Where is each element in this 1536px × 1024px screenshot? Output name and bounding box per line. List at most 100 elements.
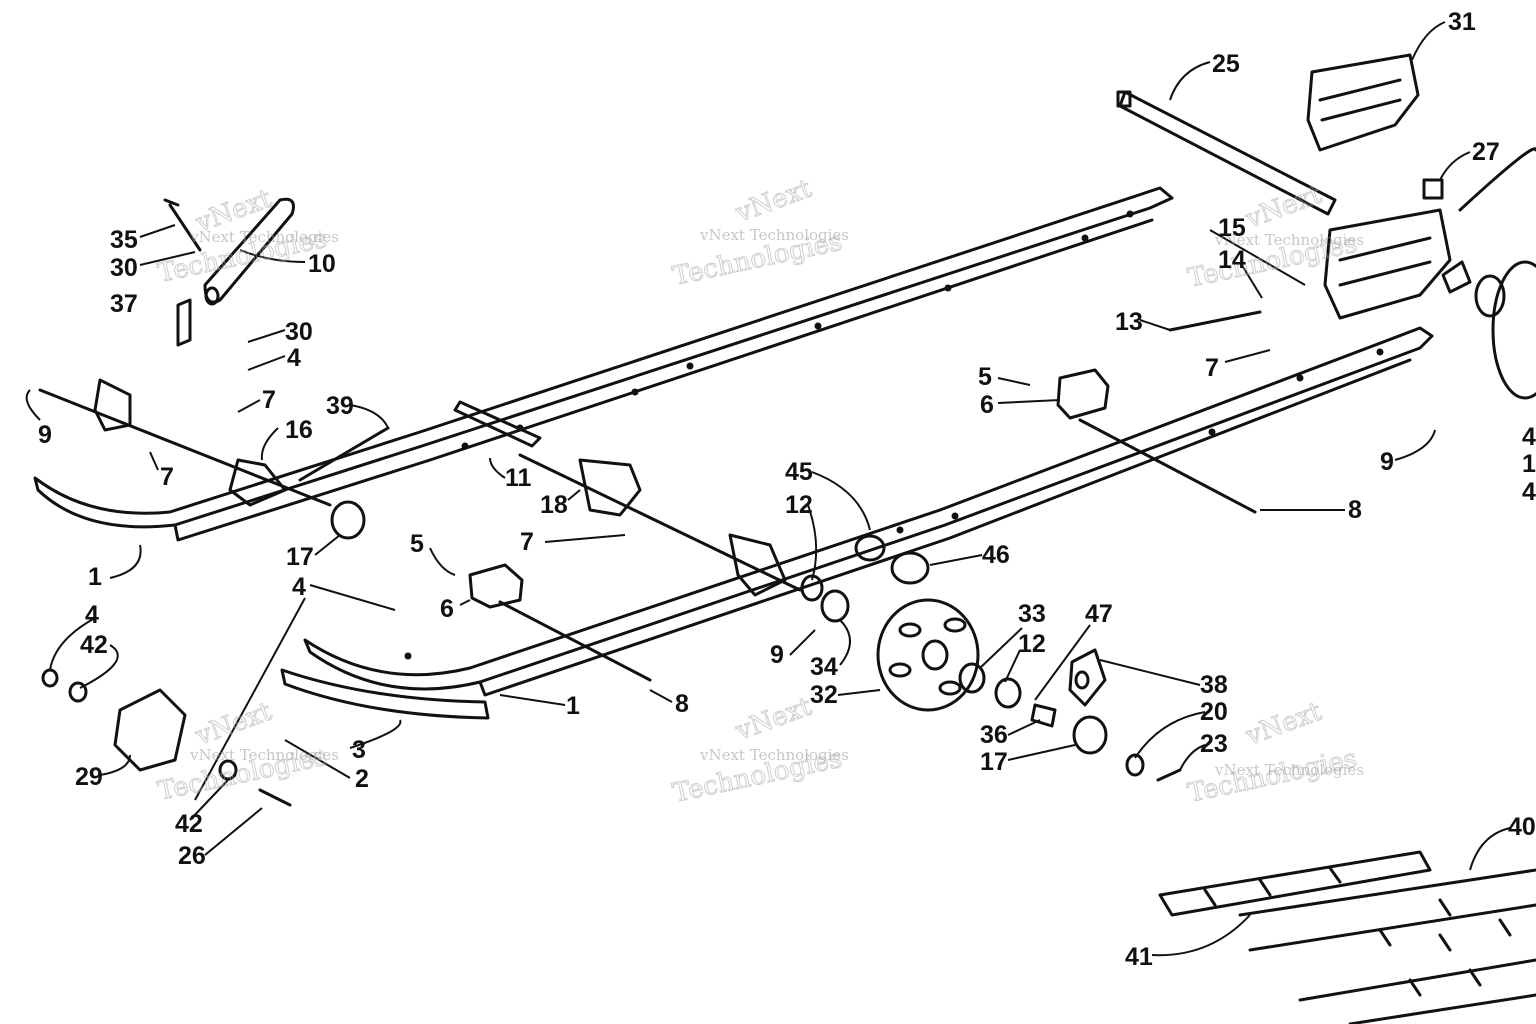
rear-bracket (1323, 208, 1452, 320)
callout-8: 8 (1348, 496, 1362, 524)
watermark-brand: vNext (731, 692, 816, 747)
callout-30: 30 (285, 318, 313, 346)
callout-5: 5 (978, 363, 992, 391)
spacer-block-upper (1056, 368, 1110, 420)
watermark-brand: vNext (191, 697, 276, 752)
washer-45 (854, 534, 886, 562)
watermark-line: vNext Technologies (699, 226, 849, 244)
callout-9: 9 (1380, 448, 1394, 476)
watermark-brand: vNext (1241, 697, 1326, 752)
watermark-line: vNext Technologies (1214, 761, 1364, 779)
spacer-block-lower (468, 563, 524, 609)
callout-4: 4 (1522, 478, 1536, 506)
callout-41: 41 (1125, 943, 1153, 971)
wear-strip (280, 668, 490, 720)
washer-42a (68, 681, 88, 703)
callout-30: 30 (110, 254, 138, 282)
bearing-12 (994, 677, 1022, 709)
track (1158, 850, 1536, 1024)
watermark-line: vNext Technologies (189, 228, 339, 246)
callout-10: 10 (308, 250, 336, 278)
callout-34: 34 (810, 653, 838, 681)
watermark-brand: vNext (731, 174, 816, 229)
callout-7: 7 (1205, 354, 1219, 382)
callout-7: 7 (262, 386, 276, 414)
callout-36: 36 (980, 721, 1008, 749)
front-arm (163, 197, 295, 347)
callout-25: 25 (1212, 50, 1240, 78)
callout-9: 9 (38, 421, 52, 449)
callout-numbers: 31 25 27 35 30 10 37 30 4 7 9 7 16 39 11… (38, 8, 1536, 971)
callout-16: 16 (285, 416, 313, 444)
callout-38: 38 (1200, 671, 1228, 699)
idler-bracket (1306, 53, 1420, 152)
callout-7: 7 (520, 528, 534, 556)
callout-45: 45 (785, 458, 813, 486)
bolt-26 (258, 788, 292, 807)
callout-12: 12 (1018, 630, 1046, 658)
callout-6: 6 (440, 595, 454, 623)
washer-33 (958, 662, 986, 694)
callout-18: 18 (540, 491, 568, 519)
callout-37: 37 (110, 290, 138, 318)
callout-15: 15 (1218, 214, 1246, 242)
front-cross-shaft (38, 378, 366, 540)
long-bolt-upper (1078, 418, 1257, 514)
callout-4: 4 (85, 601, 99, 629)
callout-27: 27 (1472, 138, 1500, 166)
slide-rail-upper (33, 186, 1174, 542)
bracket-38 (1068, 648, 1108, 755)
ski-tip-block (113, 688, 187, 772)
washer-12 (800, 574, 824, 602)
bearing-46 (890, 551, 930, 585)
callout-1: 1 (566, 692, 580, 720)
leader-lines (25, 21, 1511, 957)
callout-1: 1 (88, 563, 102, 591)
callout-31: 31 (1448, 8, 1476, 36)
callout-9: 9 (770, 641, 784, 669)
nut-4 (41, 668, 59, 688)
callout-6: 6 (980, 391, 994, 419)
callout-13: 13 (1115, 308, 1143, 336)
callout-20: 20 (1200, 698, 1228, 726)
spacer-36 (1030, 703, 1057, 728)
watermark-line: vNext Technologies (699, 746, 849, 764)
callout-46: 46 (982, 541, 1010, 569)
callout-4: 4 (292, 573, 306, 601)
callout-8: 8 (675, 690, 689, 718)
callout-19: 19 (1522, 450, 1536, 478)
plate (1422, 178, 1444, 200)
callout-39: 39 (326, 392, 354, 420)
callout-17: 17 (286, 543, 314, 571)
callout-42: 42 (80, 631, 108, 659)
bearing-34 (820, 589, 850, 623)
callout-33: 33 (1018, 600, 1046, 628)
callout-2: 2 (355, 765, 369, 793)
callout-5: 5 (410, 530, 424, 558)
middle-cross-shaft (518, 453, 802, 597)
long-bolt-lower (498, 600, 652, 682)
rear-idler-wheel (1441, 147, 1536, 400)
callout-47: 47 (1085, 600, 1113, 628)
callout-35: 35 (110, 226, 138, 254)
callout-43: 43 (1522, 423, 1536, 451)
bolt-23 (1156, 768, 1182, 782)
rear-axle (1116, 90, 1337, 216)
watermark-brand: vNext (1241, 180, 1326, 235)
watermark-line: vNext Technologies (1214, 231, 1364, 249)
idler-wheel (876, 598, 980, 712)
callout-11: 11 (505, 464, 532, 492)
callout-26: 26 (178, 842, 206, 870)
callout-7: 7 (160, 463, 174, 491)
callout-4: 4 (287, 344, 301, 372)
washer-42b (218, 759, 238, 781)
slide-rail-lower (303, 326, 1434, 697)
callout-40: 40 (1508, 813, 1536, 841)
callout-3: 3 (352, 736, 366, 764)
cross-shaft-rod (453, 400, 542, 448)
callout-42: 42 (175, 810, 203, 838)
bolt-13 (1168, 310, 1262, 332)
callout-23: 23 (1200, 730, 1228, 758)
watermark-line: vNext Technologies (189, 746, 339, 764)
